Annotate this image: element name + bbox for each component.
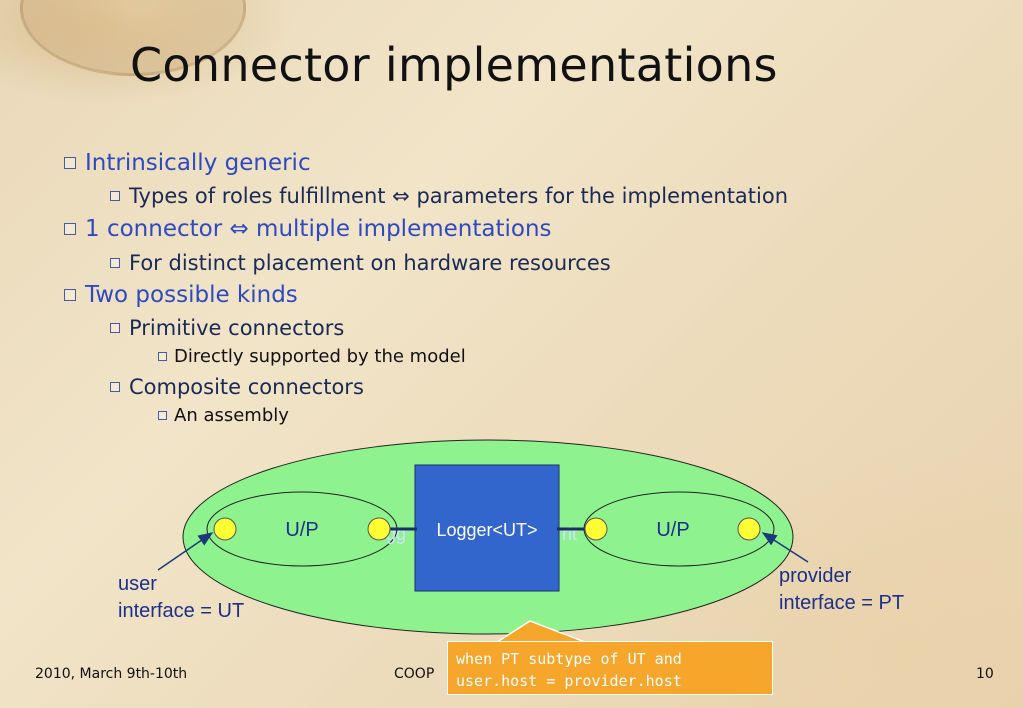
logger-bg-label-right: rit [562, 524, 577, 544]
left-up-label: U/P [285, 519, 318, 541]
bullet-text: Composite connectors [129, 375, 364, 399]
condition-callout: when PT subtype of UT and user.host = pr… [447, 641, 773, 695]
provider-port-circle [737, 517, 761, 541]
bullet-square-icon [110, 191, 120, 201]
bullet-primitive-connectors: Primitive connectors [110, 316, 344, 340]
right-up-label: U/P [656, 519, 689, 541]
right-inner-port-circle [584, 517, 608, 541]
bullet-distinct-placement: For distinct placement on hardware resou… [110, 251, 611, 275]
bullet-text: For distinct placement on hardware resou… [129, 251, 611, 275]
user-port-circle [213, 517, 237, 541]
bullet-text: Types of roles fulfillment ⇔ parameters … [129, 184, 789, 208]
bullet-text: Primitive connectors [129, 316, 345, 340]
bullet-roles-fulfillment: Types of roles fulfillment ⇔ parameters … [110, 184, 788, 208]
slide-title: Connector implementations [130, 38, 778, 92]
bullet-square-icon [110, 258, 120, 268]
left-inner-port-circle [367, 517, 391, 541]
user-label-line1: user [118, 573, 157, 595]
bullet-text: An assembly [174, 405, 289, 426]
bullet-square-icon [64, 223, 76, 235]
bullet-an-assembly: An assembly [158, 405, 289, 426]
bullet-composite-connectors: Composite connectors [110, 375, 364, 399]
bullet-square-icon [158, 411, 167, 420]
bullet-intrinsically-generic: Intrinsically generic [64, 150, 311, 176]
bullet-text: Intrinsically generic [85, 150, 311, 176]
footer-center: COOP [394, 666, 435, 682]
bullet-square-icon [110, 382, 120, 392]
callout-line-1: when PT subtype of UT and [456, 650, 682, 668]
callout-line-2: user.host = provider.host [456, 672, 682, 690]
user-pointer-arrow [157, 532, 214, 571]
bullet-text: Directly supported by the model [174, 346, 466, 367]
bullet-square-icon [110, 323, 120, 333]
bullet-text: 1 connector ⇔ multiple implementations [85, 216, 552, 242]
provider-label-line1: provider [779, 565, 852, 587]
bullet-square-icon [64, 289, 76, 301]
bullet-two-kinds: Two possible kinds [64, 282, 298, 308]
logger-component-box [414, 464, 560, 592]
bullet-one-connector: 1 connector ⇔ multiple implementations [64, 216, 552, 242]
bullet-directly-supported: Directly supported by the model [158, 346, 466, 367]
logger-label: Logger<UT> [436, 520, 537, 540]
provider-pointer-arrow [761, 532, 809, 563]
bullet-text: Two possible kinds [85, 282, 298, 308]
footer-date: 2010, March 9th-10th [35, 666, 188, 682]
provider-label-line2: interface = PT [779, 592, 904, 614]
user-label-line2: interface = UT [118, 600, 244, 622]
bullet-square-icon [158, 352, 167, 361]
bullet-square-icon [64, 157, 76, 169]
footer-page-number: 10 [976, 666, 994, 682]
